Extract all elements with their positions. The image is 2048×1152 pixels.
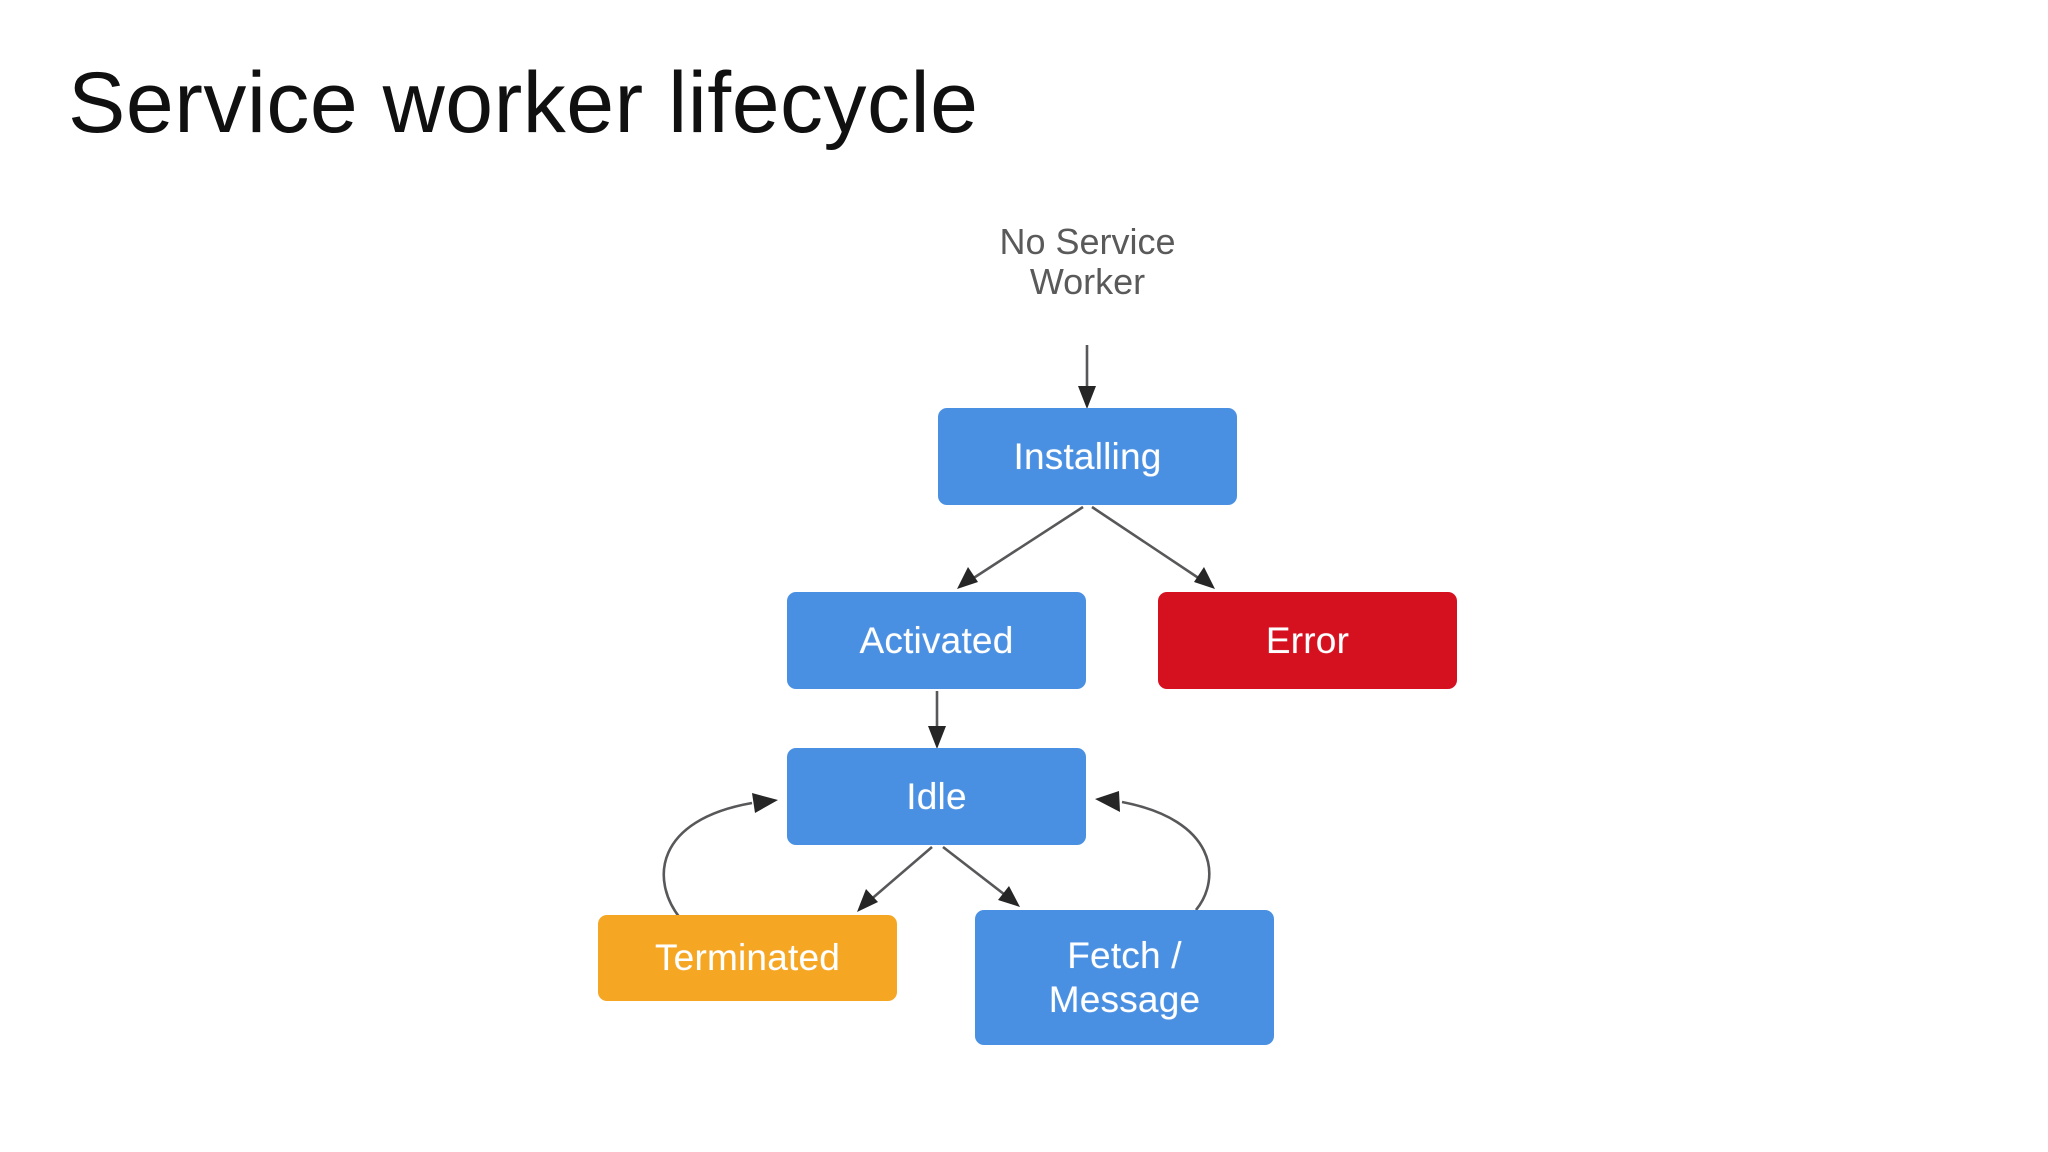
edge-idle-to-fetch-message — [942, 845, 1020, 907]
node-fetch-message[interactable]: Fetch / Message — [975, 910, 1274, 1045]
edge-installing-to-activated — [957, 505, 1084, 589]
edge-activated-to-idle — [928, 691, 946, 749]
node-activated[interactable]: Activated — [787, 592, 1086, 689]
node-error[interactable]: Error — [1158, 592, 1457, 689]
edge-no-service-worker-to-installing — [1078, 345, 1096, 409]
node-idle[interactable]: Idle — [787, 748, 1086, 845]
edge-installing-to-error — [1091, 505, 1215, 589]
edge-terminated-to-idle — [662, 793, 778, 919]
page-title: Service worker lifecycle — [68, 55, 979, 151]
node-terminated[interactable]: Terminated — [598, 915, 897, 1001]
node-no-service-worker: No Service Worker — [999, 221, 1176, 303]
edge-idle-to-terminated — [857, 846, 933, 912]
node-installing[interactable]: Installing — [938, 408, 1237, 505]
edge-fetch-message-to-idle — [1095, 791, 1211, 911]
